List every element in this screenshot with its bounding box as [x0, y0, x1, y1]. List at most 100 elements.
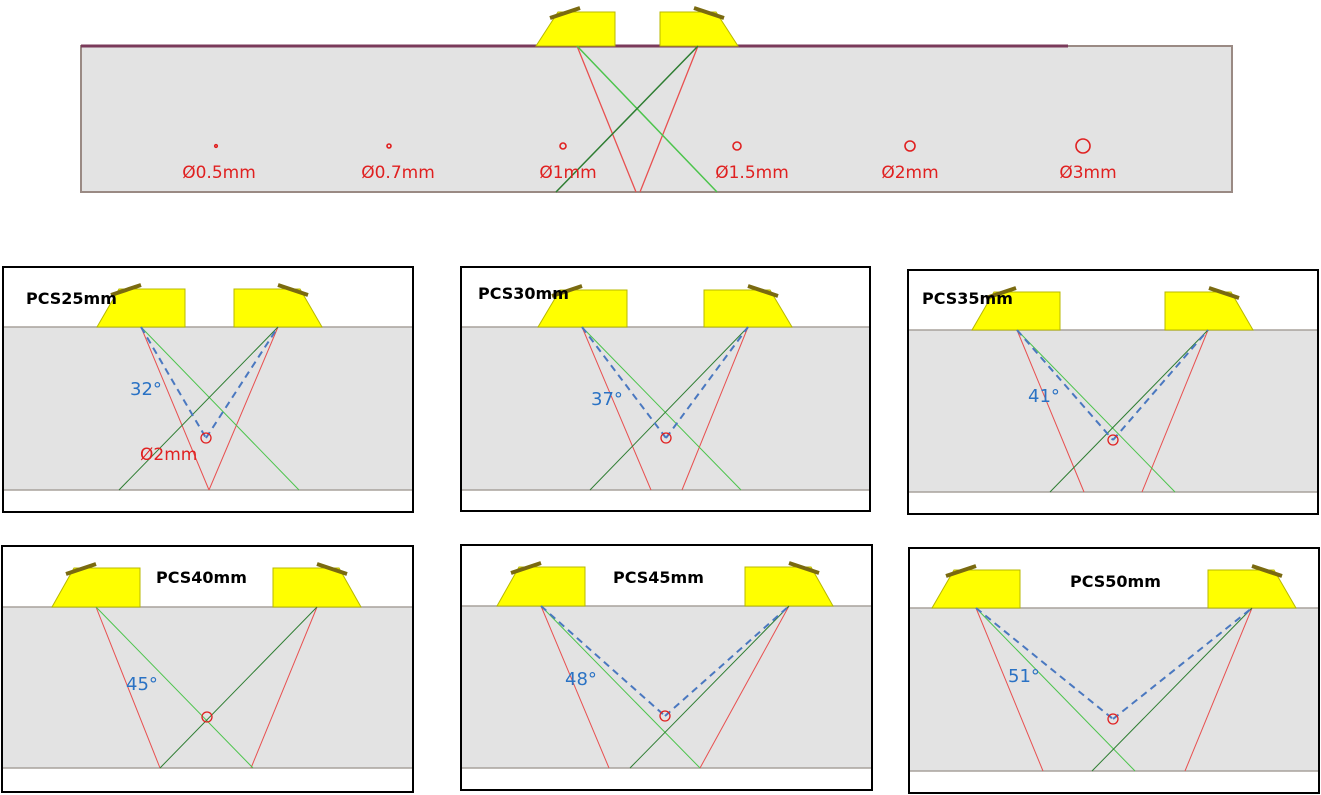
- dashed-beam-path: [1112, 607, 1253, 720]
- red-beam: [1141, 329, 1209, 493]
- dashed-beam-path: [205, 326, 279, 439]
- transducer-element-icon: [747, 284, 779, 298]
- panel-pcs: 37° PCS30mm: [460, 266, 871, 512]
- transmitter-wedge: [51, 567, 141, 608]
- transducer-element-icon: [65, 562, 97, 576]
- test-block: [462, 327, 869, 490]
- red-beam: [1184, 607, 1253, 772]
- angle-label: 41°: [1028, 386, 1060, 407]
- receiver-wedge: [272, 567, 362, 608]
- red-beam: [581, 326, 652, 491]
- red-beam: [681, 326, 749, 491]
- overview-block: Ø0.5mm Ø0.7mm Ø1mm Ø1.5mm Ø2mm Ø3mm: [80, 6, 1233, 193]
- transducer-element-icon: [1251, 564, 1283, 578]
- defect-hole: [1107, 713, 1119, 725]
- receiver-wedge: [1164, 291, 1254, 331]
- red-beam: [576, 45, 637, 193]
- panel-title: PCS45mm: [613, 568, 704, 587]
- defect-hole: [201, 711, 213, 723]
- panel-pcs: 45° PCS40mm: [1, 545, 414, 793]
- receiver-wedge: [659, 11, 739, 47]
- green-beam: [1049, 329, 1209, 493]
- defect-label: Ø2mm: [881, 163, 938, 183]
- green-beam: [95, 606, 254, 769]
- green-beam: [576, 45, 718, 193]
- green-beam: [555, 45, 699, 193]
- green-beam: [118, 326, 279, 491]
- defect-hole: [213, 143, 219, 149]
- test-block: [80, 45, 1233, 193]
- transmitter-wedge: [931, 569, 1021, 609]
- dashed-beam-path: [664, 605, 790, 717]
- defect-hole: [200, 432, 212, 444]
- green-beam: [1091, 607, 1253, 772]
- test-block: [910, 608, 1318, 771]
- angle-label: 48°: [565, 669, 597, 690]
- defect-hole: [559, 142, 567, 150]
- panel-pcs: 41° PCS35mm: [907, 269, 1319, 515]
- red-beam: [639, 45, 699, 193]
- defect-hole: [1107, 434, 1119, 446]
- defect-label: Ø0.7mm: [361, 163, 435, 183]
- receiver-wedge: [744, 566, 834, 607]
- green-beam: [140, 326, 300, 491]
- test-block: [462, 606, 871, 768]
- dashed-beam-path: [140, 326, 207, 439]
- panel-title: PCS30mm: [478, 284, 569, 303]
- transducer-element-icon: [549, 6, 581, 20]
- panel-pcs: 51° PCS50mm: [908, 547, 1320, 794]
- transmitter-wedge: [971, 291, 1061, 331]
- defect-hole: [904, 140, 916, 152]
- dashed-beam-path: [540, 605, 666, 717]
- angle-label: 45°: [126, 674, 158, 695]
- panel-title: PCS35mm: [922, 289, 1013, 308]
- test-block: [909, 330, 1317, 492]
- transducer-element-icon: [985, 286, 1017, 300]
- dashed-beam-path: [1112, 329, 1209, 441]
- transducer-element-icon: [788, 561, 820, 575]
- angle-label: 37°: [591, 389, 623, 410]
- transducer-element-icon: [1208, 286, 1240, 300]
- green-beam: [159, 606, 318, 769]
- transducer-element-icon: [316, 562, 348, 576]
- green-beam: [629, 605, 790, 769]
- red-beam: [975, 607, 1044, 772]
- red-beam: [1016, 329, 1085, 493]
- angle-label: 51°: [1008, 666, 1040, 687]
- transducer-element-icon: [277, 283, 309, 297]
- green-beam: [589, 326, 749, 491]
- transducer-element-icon: [510, 561, 542, 575]
- receiver-wedge: [1207, 569, 1297, 609]
- defect-label: Ø2mm: [140, 445, 197, 465]
- defect-hole: [660, 432, 672, 444]
- transmitter-wedge: [96, 288, 186, 328]
- defect-label: Ø1.5mm: [715, 163, 789, 183]
- defect-label: Ø0.5mm: [182, 163, 256, 183]
- dashed-beam-path: [975, 607, 1114, 720]
- red-beam: [250, 606, 318, 769]
- angle-label: 32°: [130, 379, 162, 400]
- defect-hole: [659, 710, 671, 722]
- red-beam: [208, 326, 279, 491]
- defect-hole: [732, 141, 742, 151]
- red-beam: [540, 605, 610, 769]
- defect-hole: [1075, 138, 1091, 154]
- panel-title: PCS50mm: [1070, 572, 1161, 591]
- test-block: [4, 327, 412, 490]
- transmitter-wedge: [537, 289, 628, 328]
- green-beam: [540, 605, 701, 769]
- panel-title: PCS40mm: [156, 568, 247, 587]
- red-beam: [95, 606, 161, 769]
- red-beam: [699, 605, 790, 769]
- transducer-element-icon: [551, 284, 583, 298]
- defect-hole: [386, 143, 392, 149]
- transducer-element-icon: [110, 283, 142, 297]
- defect-label: Ø1mm: [539, 163, 596, 183]
- defect-label: Ø3mm: [1059, 163, 1116, 183]
- red-beam: [140, 326, 210, 491]
- transducer-element-icon: [945, 564, 977, 578]
- transmitter-wedge: [496, 566, 586, 607]
- transducer-element-icon: [693, 6, 725, 20]
- receiver-wedge: [233, 288, 323, 328]
